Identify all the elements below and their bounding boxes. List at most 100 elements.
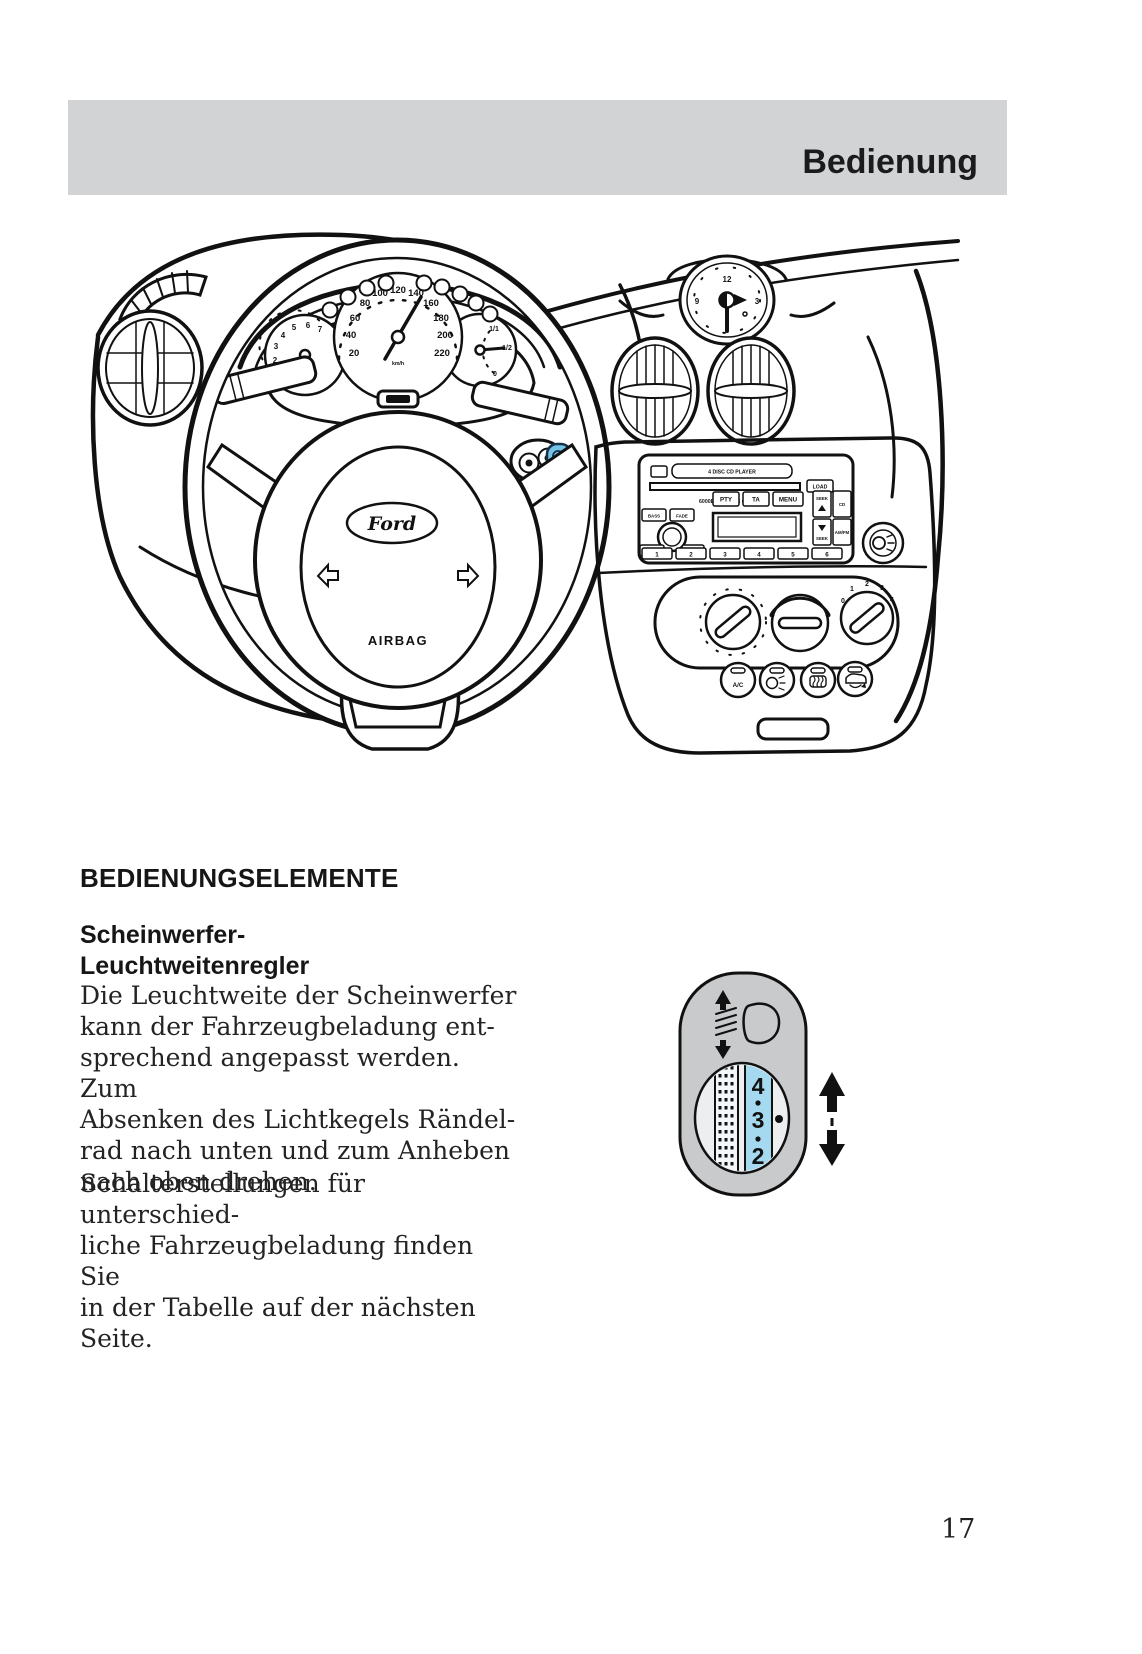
recirculation-button xyxy=(836,660,874,698)
temperature-knob xyxy=(769,593,831,653)
ac-button: A/C xyxy=(719,661,757,699)
preset-5: 5 xyxy=(791,552,795,559)
subsection-heading-line1: Scheinwerfer- xyxy=(80,921,246,949)
center-console: 4 DISC CD PLAYER LOAD 6000E CD RDS E O N… xyxy=(593,436,937,755)
fan-4: 4 xyxy=(890,597,894,604)
chapter-title: Bedienung xyxy=(802,143,978,181)
thumbwheel-window xyxy=(693,1061,791,1175)
tach-6: 6 xyxy=(306,321,311,330)
tach-4: 4 xyxy=(281,331,286,340)
clock-number-3: 3 xyxy=(755,297,760,306)
analog-clock: 12 3 9 xyxy=(618,254,836,346)
section-heading: BEDIENUNGSELEMENTE xyxy=(80,863,399,893)
tach-5: 5 xyxy=(292,323,297,332)
radio-pty-label: PTY xyxy=(720,497,733,504)
paragraph-line: nach oben drehen. xyxy=(80,1167,317,1196)
radio-cd-label: CD xyxy=(839,502,845,507)
fuel-full: 1/1 xyxy=(489,326,499,333)
left-round-air-vent xyxy=(96,309,204,427)
radio-seek-up-label: SEEK xyxy=(816,496,829,501)
position-3: 3 xyxy=(752,1107,765,1133)
dashboard-illustration: 12 3 9 xyxy=(90,232,960,755)
fuel-empty: 0 xyxy=(493,371,497,378)
leveling-control-illustration: 4 3 2 xyxy=(678,971,845,1197)
radio-seek-up-button xyxy=(812,490,832,518)
position-4: 4 xyxy=(752,1073,765,1099)
ford-logo: Ford xyxy=(367,513,416,535)
horn-icon-left xyxy=(316,562,339,589)
preset-4: 4 xyxy=(757,552,761,559)
paragraph-line: rad nach unten und zum Anheben xyxy=(80,1136,510,1165)
paragraph-line: liche Fahrzeugbeladung finden Sie xyxy=(80,1231,474,1291)
center-air-vents xyxy=(610,336,796,446)
paragraph-2: Schalterstellungen für unterschied- lich… xyxy=(80,1168,520,1354)
airbag-label: AIRBAG xyxy=(368,633,428,648)
horn-icon-right xyxy=(457,562,480,589)
speedo-200: 200 xyxy=(437,330,453,341)
radio-cd-button xyxy=(832,490,852,518)
steering-wheel: Ford AIRBAG xyxy=(182,237,612,751)
fog-light-button xyxy=(861,521,905,565)
paragraph-line: in der Tabelle auf der nächsten xyxy=(80,1293,476,1322)
page-number: 17 xyxy=(941,1514,976,1545)
radio-amfm-label: AM/FM xyxy=(835,530,850,535)
clock-number-9: 9 xyxy=(695,297,700,306)
fan-speed-knob: 0 1 2 3 4 xyxy=(839,581,895,646)
radio-cd-slot xyxy=(649,482,801,491)
radio-eject-button xyxy=(650,465,668,478)
preset-6: 6 xyxy=(825,552,829,559)
radio-ta-label: TA xyxy=(752,497,760,504)
up-down-arrow xyxy=(819,1072,845,1166)
paragraph-line: sprechend angepasst werden. Zum xyxy=(80,1043,460,1103)
radio-seek-down-label: SEEK xyxy=(816,536,829,541)
speedo-220: 220 xyxy=(434,348,450,359)
position-2: 2 xyxy=(752,1143,765,1169)
speedo-40: 40 xyxy=(346,330,357,341)
chapter-header-bar: Bedienung xyxy=(68,100,1007,195)
radio-fade-label: FADE xyxy=(676,514,688,519)
speedo-140: 140 xyxy=(408,288,424,299)
wiper-stalk xyxy=(470,380,570,426)
paragraph-line: Schalterstellungen für unterschied- xyxy=(80,1169,365,1229)
thumbwheel[interactable]: 4 3 2 xyxy=(714,1060,773,1176)
center-vent-right xyxy=(706,336,796,446)
climate-control-panel: 0 1 2 3 4 xyxy=(653,575,900,670)
trip-reset-tab xyxy=(376,389,420,409)
radio-pty-button xyxy=(712,491,740,507)
preset-1: 1 xyxy=(655,552,659,559)
tach-2: 2 xyxy=(273,356,278,365)
instrument-cluster: 1 2 3 4 5 6 7 1/1 1/2 0 20 40 60 80 100 xyxy=(258,271,536,429)
speedo-180: 180 xyxy=(433,313,449,324)
radio-fade-button xyxy=(669,508,695,522)
speedo-80: 80 xyxy=(360,298,371,309)
speedo-120: 120 xyxy=(390,285,406,296)
speedo-20: 20 xyxy=(349,348,360,359)
warning-lamp-icons xyxy=(321,274,499,323)
radio-display xyxy=(711,511,803,543)
radio-preset-buttons: 1 2 3 4 5 6 xyxy=(641,547,843,560)
position-indicator-dot xyxy=(775,1115,783,1123)
tach-7: 7 xyxy=(318,325,323,334)
thumbwheel-scale[interactable] xyxy=(744,1060,773,1176)
radio-cd-slot-label: 4 DISC CD PLAYER xyxy=(708,470,756,476)
paragraph-line: Absenken des Lichtkegels Rändel- xyxy=(80,1105,516,1134)
air-distribution-knob xyxy=(699,588,767,656)
fan-2: 2 xyxy=(865,581,869,588)
radio-unit: 4 DISC CD PLAYER LOAD 6000E CD RDS E O N… xyxy=(637,453,855,565)
subsection-heading: Scheinwerfer- Leuchtweitenregler xyxy=(80,920,309,982)
radio-load-label: LOAD xyxy=(813,485,828,491)
fan-0: 0 xyxy=(841,598,845,605)
clock-number-12: 12 xyxy=(723,275,732,284)
preset-2: 2 xyxy=(689,552,693,559)
headlight-leveling-icon xyxy=(715,990,781,1059)
paragraph-1: Die Leuchtweite der Scheinwerfer kann de… xyxy=(80,980,520,1197)
radio-bass-label: BASS xyxy=(648,514,660,519)
tach-3: 3 xyxy=(274,342,279,351)
radio-menu-label: MENU xyxy=(779,497,798,504)
subsection-heading-line2: Leuchtweitenregler xyxy=(80,952,310,980)
tray-handle xyxy=(756,717,830,741)
fan-1: 1 xyxy=(850,586,854,593)
radio-seek-down-button xyxy=(812,518,832,546)
radio-bass-button xyxy=(641,508,667,522)
